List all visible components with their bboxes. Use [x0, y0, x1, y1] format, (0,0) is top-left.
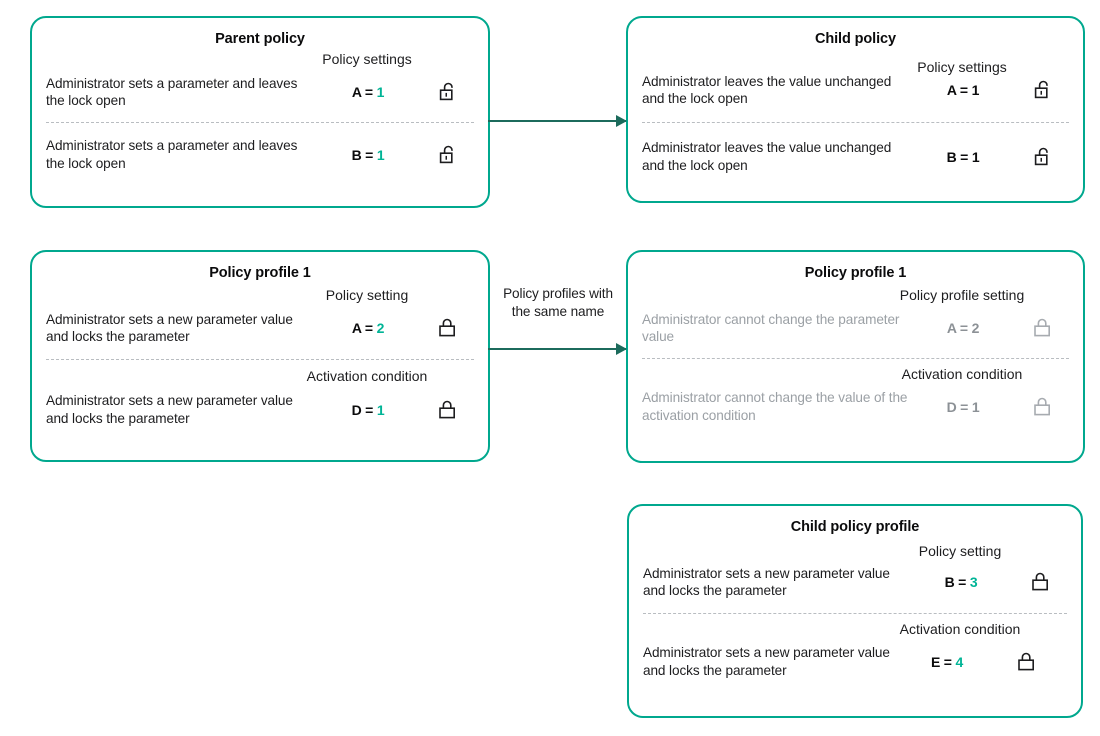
row-number: 1	[376, 147, 385, 164]
lock-closed-icon	[1015, 571, 1067, 593]
setting-row: Administrator sets a parameter and leave…	[32, 137, 488, 173]
setting-row: Administrator sets a new parameter value…	[629, 565, 1081, 601]
lock-closed-icon	[422, 317, 474, 339]
row-param: B =	[351, 147, 374, 164]
setting-row: Administrator leaves the value unchanged…	[628, 139, 1083, 175]
row-divider	[642, 358, 1069, 360]
section-activation-condition: Activation condition	[628, 366, 1083, 384]
row-value: A = 1	[314, 84, 422, 100]
row-param: B =	[946, 149, 969, 166]
row-value: B = 1	[909, 149, 1017, 165]
row-number: 1	[376, 401, 385, 418]
row-param: D =	[351, 401, 374, 418]
row-description: Administrator sets a new parameter value…	[46, 311, 293, 345]
row-description: Administrator leaves the value unchanged…	[642, 140, 892, 174]
setting-row: Administrator leaves the value unchanged…	[628, 73, 1083, 109]
lock-open-icon	[422, 144, 474, 166]
row-param: A =	[946, 320, 968, 337]
row-divider	[643, 613, 1067, 615]
row-param: E =	[930, 653, 952, 670]
row-param: A =	[351, 320, 373, 337]
lock-closed-icon	[422, 399, 474, 421]
row-param: D =	[946, 398, 969, 415]
row-number: 2	[971, 320, 980, 337]
card-title: Child policy	[815, 31, 896, 47]
arrow-profile-to-profile	[488, 343, 627, 355]
row-value: B = 3	[907, 574, 1015, 590]
card-title: Child policy profile	[790, 519, 920, 535]
row-value: B = 1	[314, 147, 422, 163]
row-description: Administrator sets a parameter and leave…	[46, 138, 298, 172]
row-value: A = 1	[909, 82, 1017, 98]
setting-row: Administrator sets a parameter and leave…	[32, 75, 488, 111]
column-header: Activation condition	[899, 621, 1021, 638]
section-activation-condition: Activation condition	[629, 621, 1081, 639]
lock-open-icon	[1017, 79, 1069, 101]
section-policy-setting: Policy setting	[32, 287, 488, 305]
setting-row: Administrator cannot change the value of…	[628, 389, 1083, 425]
row-number: 1	[971, 398, 980, 415]
row-param: A =	[946, 82, 968, 99]
setting-row: Administrator sets a new parameter value…	[32, 311, 488, 347]
section-activation-condition: Activation condition	[32, 368, 488, 386]
column-header: Policy profile setting	[899, 287, 1025, 303]
row-description: Administrator sets a new parameter value…	[46, 392, 293, 426]
card-title: Policy profile 1	[209, 265, 311, 281]
row-divider	[642, 122, 1069, 124]
section-policy-profile-setting: Policy profile setting	[628, 287, 1083, 305]
row-value: D = 1	[314, 402, 422, 418]
row-param: A =	[351, 84, 373, 101]
row-description: Administrator sets a parameter and leave…	[46, 75, 298, 109]
row-value: A = 2	[314, 320, 422, 336]
column-header: Policy setting	[918, 543, 1002, 559]
card-title: Parent policy	[215, 31, 305, 47]
column-header: Activation condition	[306, 368, 428, 385]
row-description: Administrator sets a new parameter value…	[643, 565, 890, 599]
row-number: 1	[376, 84, 385, 101]
lock-closed-icon	[1017, 396, 1069, 418]
row-divider	[46, 122, 474, 124]
row-number: 3	[969, 574, 978, 591]
card-title: Policy profile 1	[804, 265, 907, 281]
row-number: 2	[376, 320, 385, 337]
lock-open-icon	[1017, 146, 1069, 168]
section-policy-settings: Policy settings	[628, 59, 1083, 77]
lock-closed-icon	[1001, 651, 1053, 673]
arrow-parent-to-child	[488, 115, 627, 127]
card-policy-profile-inherited: Policy profile 1 Policy profile setting …	[626, 250, 1085, 463]
arrow-label-policy-profiles: Policy profiles with the same name	[503, 286, 613, 319]
setting-row: Administrator sets a new parameter value…	[629, 644, 1081, 680]
card-parent-policy: Parent policy Policy settings Administra…	[30, 16, 490, 208]
row-description: Administrator leaves the value unchanged…	[642, 73, 892, 107]
column-header: Policy setting	[325, 287, 409, 303]
column-header: Policy settings	[322, 51, 412, 67]
setting-row: Administrator sets a new parameter value…	[32, 392, 488, 428]
row-param: B =	[944, 574, 967, 591]
row-number: 1	[971, 82, 980, 99]
setting-row: Administrator cannot change the paramete…	[628, 311, 1083, 347]
section-policy-settings: Policy settings	[32, 51, 488, 69]
column-header: Activation condition	[901, 366, 1023, 383]
section-policy-setting: Policy setting	[629, 543, 1081, 561]
column-header: Policy settings	[917, 59, 1007, 75]
row-number: 1	[971, 149, 980, 166]
row-number: 4	[955, 653, 964, 670]
lock-closed-icon	[1017, 317, 1069, 339]
card-child-policy-profile: Child policy profile Policy setting Admi…	[627, 504, 1083, 718]
row-divider	[46, 359, 474, 361]
row-description: Administrator cannot change the value of…	[642, 389, 908, 423]
row-value: E = 4	[893, 654, 1001, 670]
row-description: Administrator sets a new parameter value…	[643, 644, 890, 678]
row-value: A = 2	[909, 320, 1017, 336]
row-value: D = 1	[909, 399, 1017, 415]
card-child-policy: Child policy Policy settings Administrat…	[626, 16, 1085, 203]
lock-open-icon	[422, 81, 474, 103]
card-policy-profile: Policy profile 1 Policy setting Administ…	[30, 250, 490, 462]
row-description: Administrator cannot change the paramete…	[642, 311, 900, 345]
